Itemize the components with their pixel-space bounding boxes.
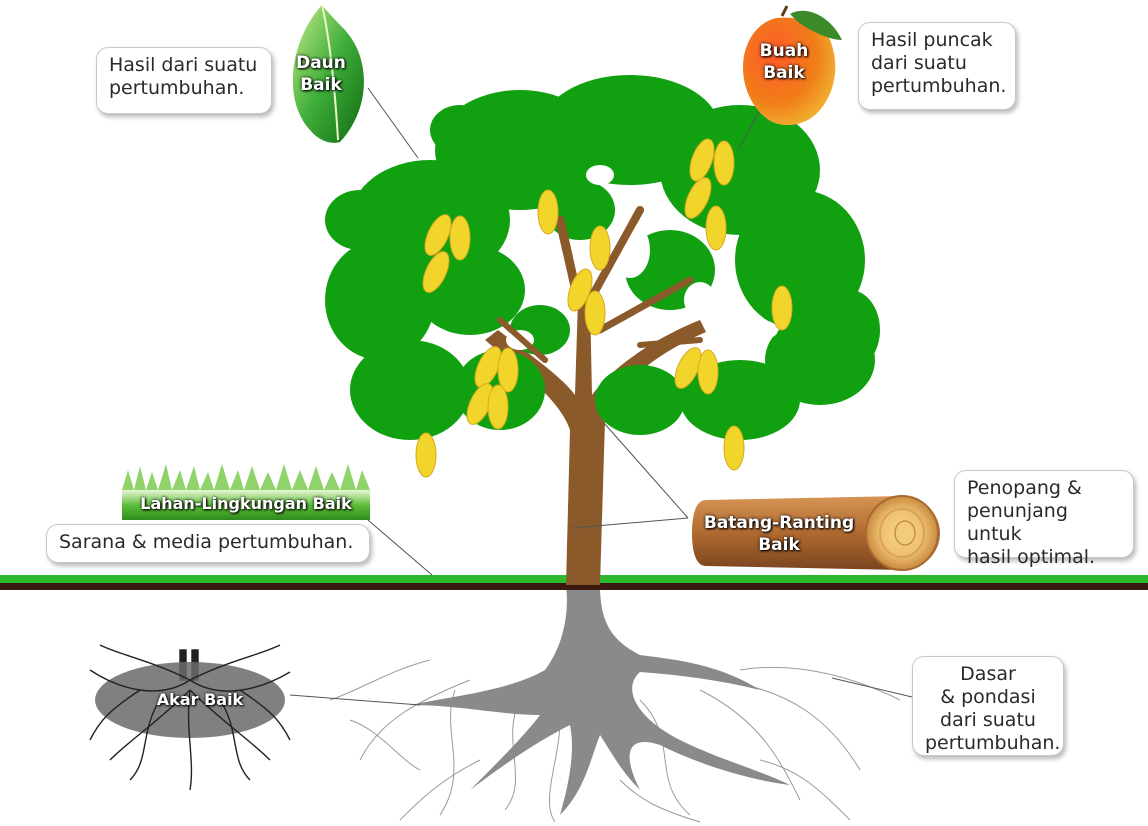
akar-callout: Dasar & pondasi dari suatu pertumbuhan.	[912, 656, 1064, 756]
lahan-callout: Sarana & media pertumbuhan.	[46, 524, 370, 563]
log-icon	[692, 495, 940, 571]
batang-label: Batang-Ranting Baik	[703, 513, 855, 555]
ground-soil	[0, 583, 1148, 590]
buah-callout: Hasil puncak dari suatu pertumbuhan.	[858, 22, 1016, 110]
leaf-icon	[292, 4, 364, 143]
leader-lines	[289, 87, 913, 706]
buah-label: Buah Baik	[759, 41, 809, 83]
mango-fruits	[415, 138, 793, 478]
root-ball-icon	[89, 644, 291, 791]
lahan-label: Lahan-Lingkungan Baik	[140, 494, 352, 513]
tree-roots	[410, 585, 790, 815]
tree-branches	[497, 206, 694, 363]
akar-label: Akar Baik	[156, 690, 244, 709]
mango-fruit-icon	[742, 5, 842, 126]
batang-callout: Penopang & penunjang untuk hasil optimal…	[954, 470, 1134, 568]
daun-label: Daun Baik	[296, 53, 346, 95]
tree-foliage	[325, 75, 880, 440]
daun-callout: Hasil dari suatu pertumbuhan.	[96, 47, 272, 114]
grass-strip-icon	[122, 464, 370, 520]
